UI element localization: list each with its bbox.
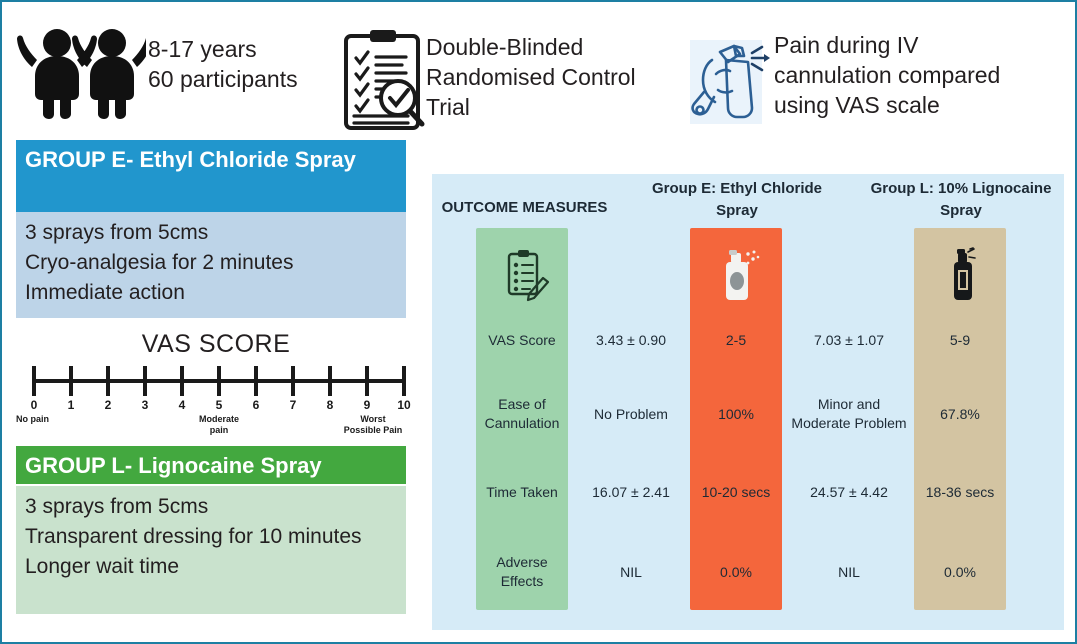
outcome-measures-title: OUTCOME MEASURES — [441, 199, 608, 216]
vas-tick-label: 1 — [67, 398, 75, 412]
group-e-range-value: 100% — [718, 405, 754, 422]
group-e-mean-value: No Problem — [594, 405, 668, 422]
vas-scale: VAS SCORE 0 1 2 3 4 5 6 7 8 9 10 No pain Moderate … — [16, 330, 416, 442]
vas-tick — [217, 366, 221, 396]
group-e-mean-value: NIL — [620, 563, 642, 580]
vas-tick — [365, 366, 369, 396]
group-l-range-value: 67.8% — [940, 405, 980, 422]
vas-tick-label: 9 — [363, 398, 371, 412]
group-l-mean-value: Minor and Moderate Problem — [791, 396, 907, 431]
vas-tick-labels: 0 1 2 3 4 5 6 7 8 9 10 — [31, 398, 411, 412]
group-e-range-value: 2-5 — [725, 331, 747, 348]
outcome-measure-label: VAS Score — [488, 331, 556, 348]
vas-tick — [180, 366, 184, 396]
group-l-column-title: Group L: 10% Lignocaine Spray — [870, 180, 1052, 219]
group-l-mean-value: 24.57 ± 4.42 — [810, 483, 888, 500]
participants-text: 8-17 years 60 participants — [148, 36, 298, 92]
vas-tick-label: 2 — [104, 398, 112, 412]
clipboard-pen-icon — [476, 244, 568, 306]
group-l-range-value: 5-9 — [949, 331, 971, 348]
hand-spray-can-icon — [690, 34, 776, 130]
spray-can-light-icon — [690, 244, 782, 306]
group-e-range-value: 10-20 secs — [701, 483, 771, 500]
vas-tick — [328, 366, 332, 396]
vas-tick-label: 4 — [178, 398, 186, 412]
vas-tick — [106, 366, 110, 396]
group-l-header: GROUP L- Lignocaine Spray — [16, 446, 406, 484]
vas-caption-no-pain: No pain — [16, 414, 49, 424]
group-e-mean-value: 16.07 ± 2.41 — [592, 483, 670, 500]
group-l-details: 3 sprays from 5cms Transparent dressing … — [16, 486, 406, 614]
group-l-range-value: 18-36 secs — [925, 483, 995, 500]
group-e-details: 3 sprays from 5cms Cryo-analgesia for 2 … — [16, 212, 406, 318]
group-l-range-value: 0.0% — [944, 563, 976, 580]
outcome-measure-label: Adverse Effects — [496, 554, 548, 589]
outcome-measures-band — [476, 228, 568, 610]
vas-tick-label: 6 — [252, 398, 260, 412]
group-l-mean-value: 7.03 ± 1.07 — [814, 331, 884, 348]
vas-tick-label: 7 — [289, 398, 297, 412]
children-icon — [16, 26, 152, 122]
vas-tick — [32, 366, 36, 396]
left-column: GROUP E- Ethyl Chloride Spray 3 sprays f… — [2, 140, 426, 642]
vas-tick-label: 8 — [326, 398, 334, 412]
vas-tick — [143, 366, 147, 396]
group-e-column-title: Group E: Ethyl Chloride Spray — [651, 180, 822, 219]
outcome-measure-label: Time Taken — [486, 483, 558, 500]
vas-scale-title: VAS SCORE — [141, 330, 291, 358]
vas-tick — [291, 366, 295, 396]
group-e-mean-value: 3.43 ± 0.90 — [596, 331, 666, 348]
vas-tick-label: 5 — [215, 398, 223, 412]
results-panel: OUTCOME MEASURES Group E: Ethyl Chloride… — [432, 174, 1064, 630]
header-band: 8-17 years 60 participants — [2, 2, 1075, 142]
objective-text: Pain during IV cannulation compared usin… — [774, 32, 1001, 118]
vas-caption-moderate-pain: Moderate pain — [198, 414, 239, 435]
vas-scale-ruler — [32, 366, 406, 396]
vas-tick-label: 3 — [141, 398, 149, 412]
vas-tick — [402, 366, 406, 396]
spray-can-dark-icon — [914, 244, 1006, 306]
vas-caption-worst-pain: Worst Possible Pain — [343, 414, 403, 435]
vas-tick — [69, 366, 73, 396]
vas-tick-label: 10 — [397, 398, 411, 412]
clipboard-checklist-magnifier-icon — [340, 28, 430, 132]
outcome-measure-label: Ease of Cannulation — [484, 396, 560, 431]
group-l-mean-value: NIL — [838, 563, 860, 580]
group-e-header: GROUP E- Ethyl Chloride Spray — [16, 140, 406, 212]
study-design-text: Double-Blinded Randomised Control Trial — [426, 34, 636, 120]
group-e-range-value: 0.0% — [720, 563, 752, 580]
vas-tick-label: 0 — [30, 398, 38, 412]
vas-tick — [254, 366, 258, 396]
